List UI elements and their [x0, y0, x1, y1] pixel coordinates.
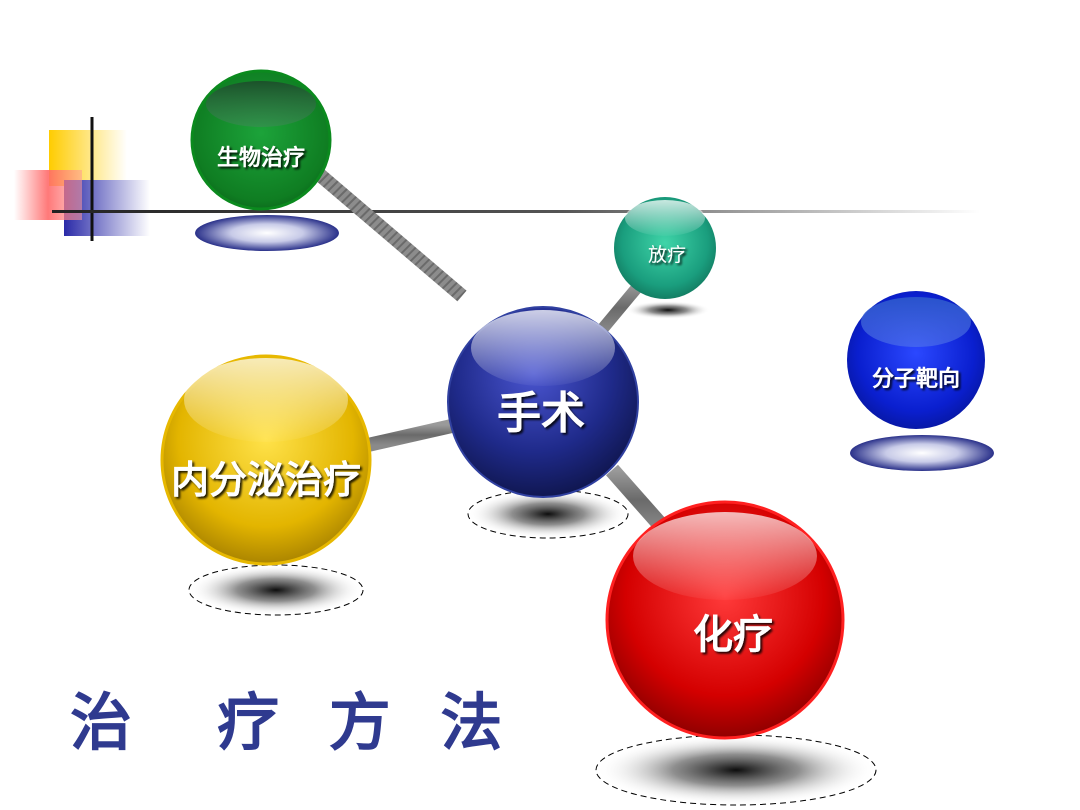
connector-rods [315, 169, 850, 536]
rod-radio [595, 280, 645, 336]
node-endo-label: 内分泌治疗 [171, 458, 361, 502]
node-radio-label: 放疗 [648, 244, 686, 266]
rod-bio [315, 169, 467, 302]
node-endo: 内分泌治疗 [160, 354, 372, 566]
node-chemo: 化疗 [605, 500, 845, 740]
horizontal-rule [52, 210, 980, 213]
node-target-label: 分子靶向 [872, 366, 960, 392]
radio-shadow [626, 301, 710, 319]
node-bio-label: 生物治疗 [217, 145, 305, 171]
node-chemo-label: 化疗 [693, 612, 773, 658]
node-bio: 生物治疗 [190, 69, 332, 211]
node-radio: 放疗 [614, 197, 716, 299]
corner-decoration [14, 117, 980, 241]
node-target: 分子靶向 [847, 291, 985, 429]
rod-chemo [606, 464, 671, 536]
node-center-label: 手术 [497, 388, 585, 439]
chemo-shadow [595, 734, 877, 806]
endo-shadow [188, 564, 364, 616]
bio-shadow [195, 215, 339, 251]
rod-endo [366, 418, 458, 452]
target-shadow [850, 435, 994, 471]
slide-title: 治 疗 方 法 [70, 686, 517, 759]
node-center: 手术 [447, 306, 639, 498]
